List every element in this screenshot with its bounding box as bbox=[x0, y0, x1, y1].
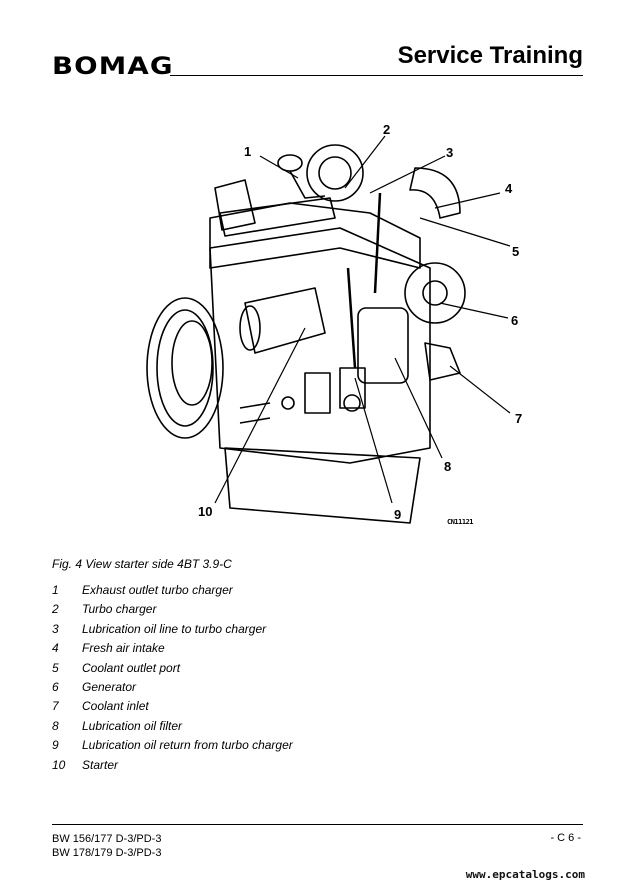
legend-text: Fresh air intake bbox=[82, 641, 165, 656]
legend-list: 1 Exhaust outlet turbo charger 2 Turbo cha… bbox=[52, 583, 472, 777]
leader-4 bbox=[434, 192, 501, 209]
oil-line bbox=[373, 192, 382, 294]
legend-number: 1 bbox=[52, 583, 59, 597]
callout-1: 1 bbox=[244, 144, 251, 159]
callout-3: 3 bbox=[446, 145, 453, 160]
legend-text: Exhaust outlet turbo charger bbox=[82, 583, 233, 597]
legend-number: 6 bbox=[52, 679, 59, 694]
legend-number: 2 bbox=[52, 602, 59, 617]
callout-8: 8 bbox=[444, 459, 451, 474]
callout-7: 7 bbox=[515, 411, 522, 426]
leader-1 bbox=[259, 155, 299, 179]
engine-block bbox=[209, 227, 431, 464]
legend-item: 4 Fresh air intake bbox=[52, 641, 472, 660]
footer-models: BW 156/177 D-3/PD-3 BW 178/179 D-3/PD-3 bbox=[52, 832, 161, 860]
leader-6 bbox=[439, 302, 509, 319]
callout-6: 6 bbox=[511, 313, 518, 328]
leader-10 bbox=[214, 327, 306, 504]
legend-number: 4 bbox=[52, 641, 59, 656]
callout-10: 10 bbox=[198, 504, 212, 519]
legend-text: Starter bbox=[82, 757, 119, 772]
footer-model-line-2: BW 178/179 D-3/PD-3 bbox=[52, 847, 162, 859]
leader-5 bbox=[419, 217, 511, 247]
figure-code: CN11121 bbox=[447, 518, 474, 526]
callout-5: 5 bbox=[512, 244, 519, 259]
legend-number: 10 bbox=[52, 757, 66, 772]
header-rule bbox=[170, 75, 583, 76]
legend-number: 3 bbox=[52, 621, 59, 636]
leader-9 bbox=[354, 377, 393, 504]
return-line bbox=[346, 267, 357, 369]
turbo-charger bbox=[306, 144, 364, 202]
page-title: Service Training bbox=[397, 42, 583, 69]
callout-2: 2 bbox=[383, 122, 390, 137]
figure-caption: Fig. 4 View starter side 4BT 3.9-C bbox=[52, 557, 232, 571]
generator bbox=[404, 262, 466, 324]
legend-item: 9 Lubrication oil return from turbo charg… bbox=[52, 738, 472, 757]
legend-number: 7 bbox=[52, 699, 59, 714]
leader-7 bbox=[449, 365, 511, 414]
legend-item: 10 Starter bbox=[52, 758, 472, 777]
flywheel-housing bbox=[146, 297, 224, 439]
legend-item: 7 Coolant inlet bbox=[52, 699, 472, 718]
legend-text: Coolant outlet port bbox=[82, 660, 181, 675]
legend-number: 8 bbox=[52, 718, 59, 733]
oil-pan bbox=[224, 447, 421, 524]
legend-text: Turbo charger bbox=[82, 602, 157, 617]
legend-number: 9 bbox=[52, 738, 59, 753]
leader-3 bbox=[369, 155, 446, 194]
starter-motor bbox=[244, 287, 326, 354]
legend-item: 3 Lubrication oil line to turbo charger bbox=[52, 622, 472, 641]
footer-rule bbox=[52, 824, 583, 825]
callout-9: 9 bbox=[394, 507, 401, 522]
watermark-link[interactable]: www.epcatalogs.com bbox=[465, 868, 585, 881]
legend-item: 6 Generator bbox=[52, 680, 472, 699]
legend-item: 5 Coolant outlet port bbox=[52, 661, 472, 680]
legend-item: 8 Lubrication oil filter bbox=[52, 719, 472, 738]
legend-item: 1 Exhaust outlet turbo charger bbox=[52, 583, 472, 602]
oil-filter bbox=[357, 307, 409, 384]
legend-text: Lubrication oil return from turbo charge… bbox=[82, 738, 293, 753]
bomag-logo: BOMAG bbox=[52, 52, 174, 80]
legend-text: Lubrication oil filter bbox=[82, 718, 183, 733]
leader-8 bbox=[394, 357, 443, 459]
fresh-air-intake bbox=[409, 167, 461, 219]
footer-model-line-1: BW 156/177 D-3/PD-3 bbox=[52, 833, 162, 845]
engine-illustration: 1 2 3 4 5 6 7 8 9 10 bbox=[130, 118, 550, 533]
coolant-inlet bbox=[424, 342, 461, 381]
legend-text: Lubrication oil line to turbo charger bbox=[82, 621, 267, 636]
legend-number: 5 bbox=[52, 660, 59, 675]
cylinder-head bbox=[209, 202, 421, 269]
legend-text: Generator bbox=[82, 679, 137, 694]
page-number: - C 6 - bbox=[550, 832, 581, 844]
callout-4: 4 bbox=[505, 181, 513, 196]
legend-item: 2 Turbo charger bbox=[52, 602, 472, 621]
leader-2 bbox=[344, 135, 386, 189]
legend-text: Coolant inlet bbox=[82, 699, 149, 714]
